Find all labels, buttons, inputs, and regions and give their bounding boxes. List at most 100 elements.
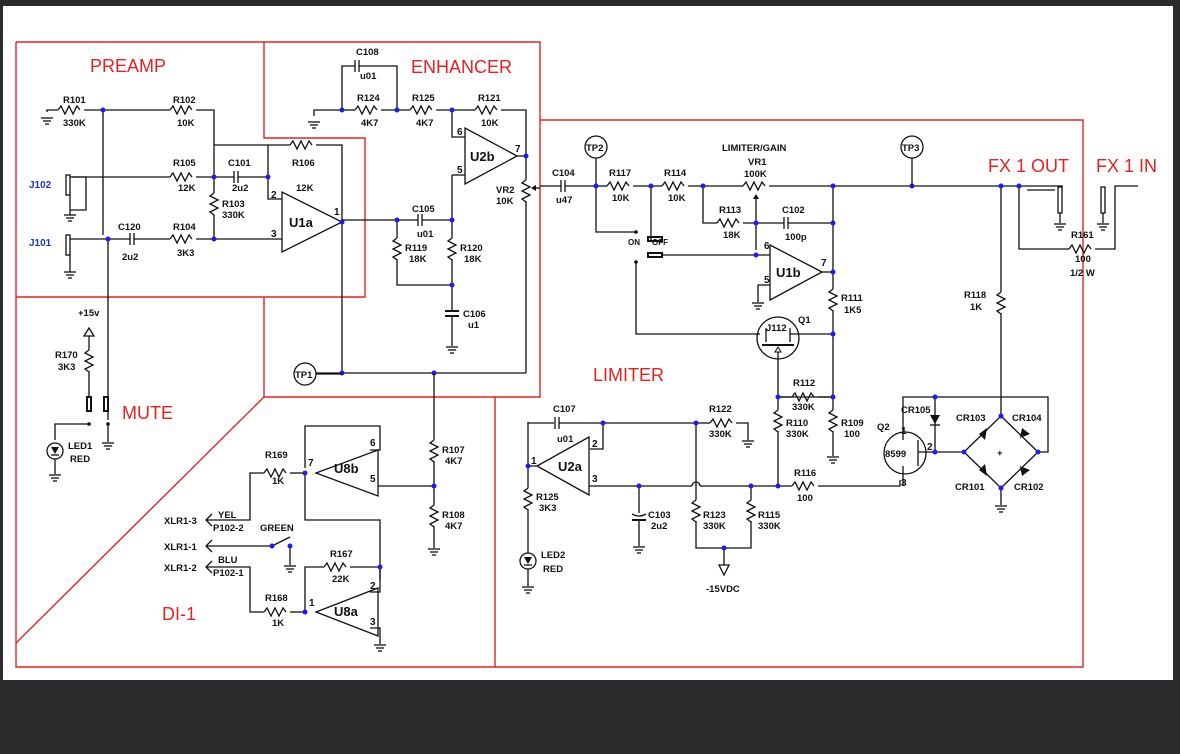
- wire-yel-label: YEL: [218, 510, 237, 521]
- u2a-pin3: 3: [592, 474, 598, 485]
- resistor-r117: [606, 180, 630, 192]
- p102-1-label: P102-1: [213, 568, 244, 579]
- jack-j102-label: J102: [29, 180, 52, 191]
- preamp-junctions: [100, 107, 345, 242]
- resistor-r121: [474, 104, 498, 116]
- cr101-label: CR101: [955, 482, 985, 493]
- testpoint-tp3[interactable]: TP3: [900, 135, 924, 186]
- q2-pin3: 3: [901, 478, 907, 489]
- vr1-val: 100K: [744, 169, 767, 180]
- r110-ref: R110: [786, 418, 808, 429]
- u1a-pin1: 1: [334, 207, 340, 218]
- u1a-pin3: 3: [271, 229, 277, 240]
- resistor-r101: [57, 104, 81, 116]
- c103-ref: C103: [648, 510, 671, 521]
- q2-pin1: 1: [901, 426, 907, 437]
- c108-ref: C108: [356, 47, 379, 58]
- c102-ref: C102: [782, 205, 805, 216]
- opamp-u8b: [314, 449, 379, 497]
- u2a-pin1: 1: [531, 456, 537, 467]
- testpoint-tp2[interactable]: TP2: [584, 135, 608, 159]
- r109-val: 100: [844, 429, 860, 440]
- testpoint-tp1[interactable]: TP1: [293, 362, 342, 386]
- u8a-pin3: 3: [370, 617, 376, 628]
- tp3-label: TP3: [902, 143, 919, 154]
- resistor-r167: [323, 561, 347, 573]
- resistor-r124: [354, 104, 378, 116]
- resistor-r104: [169, 233, 193, 245]
- u2b-pin6: 6: [457, 127, 463, 138]
- resistor-r103: [208, 192, 220, 237]
- bridge-plus: +: [997, 448, 1003, 459]
- led1-color: RED: [70, 454, 90, 465]
- r102-val: 10K: [177, 118, 195, 129]
- section-title-di: DI-1: [162, 604, 196, 624]
- transistor-q2: [883, 431, 927, 475]
- r116-ref: R116: [794, 468, 816, 479]
- u1b-label: U1b: [776, 265, 801, 280]
- section-title-limiter: LIMITER: [593, 365, 664, 385]
- led1-ref: LED1: [68, 441, 93, 452]
- r167-ref: R167: [330, 549, 353, 560]
- r112-ref: R112: [793, 378, 815, 389]
- opamp-u8a: [314, 587, 379, 637]
- r107-val: 4K7: [445, 456, 462, 467]
- r113-ref: R113: [719, 205, 741, 216]
- resistor-r106: [289, 139, 313, 151]
- opamp-u2a: [535, 435, 590, 497]
- resistor-r107: [428, 439, 440, 463]
- vr1-ref: VR1: [748, 157, 767, 168]
- resistor-r110: [772, 409, 784, 433]
- xlr1-2-label: XLR1-2: [164, 563, 197, 574]
- cr104-label: CR104: [1012, 413, 1042, 424]
- r106-ref: R106: [292, 158, 315, 169]
- wire-blu-label: BLU: [218, 555, 238, 566]
- r107-ref: R107: [442, 445, 465, 456]
- c105-val: u01: [417, 229, 434, 240]
- r169-ref: R169: [265, 450, 288, 461]
- c107-val: u01: [557, 434, 574, 445]
- switch-off-label[interactable]: OFF: [652, 238, 668, 247]
- section-title-preamp: PREAMP: [90, 56, 166, 76]
- power-arrow-pos15: [82, 326, 96, 337]
- di-wiring: [205, 373, 441, 652]
- r168-ref: R168: [265, 593, 288, 604]
- resistor-r108: [428, 504, 440, 528]
- r105-val: 12K: [178, 183, 196, 194]
- u2a-label: U2a: [558, 459, 583, 474]
- r123-ref: R123: [703, 510, 726, 521]
- led2-ref: LED2: [541, 550, 565, 561]
- r118-val: 1K: [970, 302, 982, 313]
- mute-wiring: [46, 326, 115, 482]
- r109-ref: R109: [841, 418, 864, 429]
- u2b-label: U2b: [470, 149, 495, 164]
- jack-j101-label: J101: [29, 238, 52, 249]
- r124-ref: R124: [357, 93, 380, 104]
- section-title-enhancer: ENHANCER: [411, 57, 512, 77]
- u1b-pin7: 7: [821, 258, 827, 269]
- u8a-pin1: 1: [309, 598, 315, 609]
- r113-val: 18K: [723, 230, 741, 241]
- di-junctions: [269, 470, 437, 615]
- limiter-junctions: [525, 183, 1041, 551]
- resistor-r161: [1068, 243, 1092, 255]
- r169-val: 1K: [272, 476, 284, 487]
- section-title-fx-in: FX 1 IN: [1096, 156, 1157, 176]
- u2a-pin2: 2: [592, 439, 598, 450]
- r104-val: 3K3: [177, 248, 194, 259]
- r122-ref: R122: [709, 404, 732, 415]
- c120-ref: C120: [118, 222, 141, 233]
- pos15-label: +15v: [78, 308, 100, 319]
- u8b-pin7: 7: [308, 458, 314, 469]
- r161-ref: R161: [1071, 230, 1094, 241]
- enhancer-junctions: [339, 107, 529, 376]
- resistor-r102: [169, 104, 193, 116]
- q1-part: J112: [766, 323, 787, 334]
- r103-ref: R103: [222, 199, 245, 210]
- c101-ref: C101: [228, 158, 251, 169]
- r108-ref: R108: [442, 510, 465, 521]
- led2-color: RED: [543, 564, 563, 575]
- r119-ref: R119: [405, 243, 427, 254]
- r104-ref: R104: [173, 222, 196, 233]
- resistor-r113: [716, 217, 740, 229]
